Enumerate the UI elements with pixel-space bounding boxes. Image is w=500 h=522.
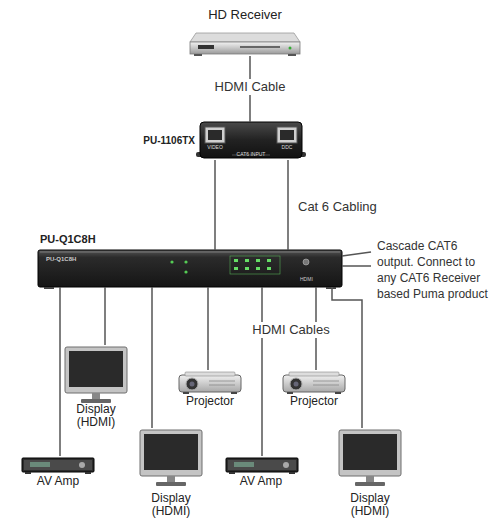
port-label: DDC bbox=[272, 145, 302, 151]
projector-node: Projector bbox=[280, 370, 348, 404]
device-name: Projector bbox=[170, 395, 250, 409]
model-label: PU-1106TX bbox=[143, 135, 195, 147]
receiver-node: HD Receiver bbox=[190, 30, 300, 56]
cable-line bbox=[59, 287, 61, 456]
splitter-illustration bbox=[38, 250, 342, 289]
av-amp-node: AV Amp bbox=[20, 456, 96, 492]
projector-illustration bbox=[179, 372, 241, 394]
panel-label: HDMI bbox=[300, 277, 313, 283]
cable-line bbox=[104, 287, 106, 345]
av-amp-illustration bbox=[226, 458, 298, 474]
av-amp-illustration bbox=[22, 458, 94, 474]
device-name: Projector bbox=[274, 395, 354, 409]
projector-illustration bbox=[283, 372, 345, 394]
display-illustration bbox=[339, 430, 401, 486]
display-illustration bbox=[65, 347, 127, 403]
receiver-illustration bbox=[190, 33, 300, 56]
device-name: Display (HDMI) bbox=[336, 492, 404, 518]
projector-node: Projector bbox=[176, 370, 244, 404]
cable-label: HDMI Cables bbox=[250, 322, 331, 338]
cable-label: Cat 6 Cabling bbox=[296, 199, 379, 215]
device-name: AV Amp bbox=[216, 475, 306, 489]
display-illustration bbox=[140, 430, 202, 486]
device-name: Display (HDMI) bbox=[138, 492, 204, 518]
model-label: PU-Q1C8H bbox=[40, 233, 96, 246]
panel-label: CAT6 INPUT bbox=[226, 152, 276, 158]
note-text: Cascade CAT6 output. Connect to any CAT6… bbox=[375, 238, 497, 302]
cable-line bbox=[261, 287, 263, 456]
cable-line bbox=[214, 160, 216, 250]
device-name: HD Receiver bbox=[180, 8, 310, 23]
cable-label: HDMI Cable bbox=[213, 79, 288, 95]
transmitter-illustration bbox=[196, 122, 306, 158]
av-amp-node: AV Amp bbox=[222, 456, 300, 492]
display-node: Display (HDMI) bbox=[138, 428, 204, 520]
cable-line bbox=[207, 287, 209, 370]
cable-line bbox=[151, 287, 153, 428]
splitter-node: PU-Q1C8HPU-Q1C8HHDMI bbox=[38, 250, 342, 287]
panel-label: PU-Q1C8H bbox=[46, 256, 76, 263]
cable-line bbox=[287, 160, 289, 250]
display-node: Display (HDMI) bbox=[64, 345, 128, 435]
device-name: Display (HDMI) bbox=[64, 403, 128, 429]
display-node: Display (HDMI) bbox=[336, 428, 404, 520]
cascade-cable bbox=[342, 252, 371, 266]
device-name: AV Amp bbox=[14, 475, 102, 489]
transmitter-node: PU-1106TXVIDEODDCCAT6 INPUT bbox=[200, 122, 302, 160]
port-label: VIDEO bbox=[200, 145, 230, 151]
